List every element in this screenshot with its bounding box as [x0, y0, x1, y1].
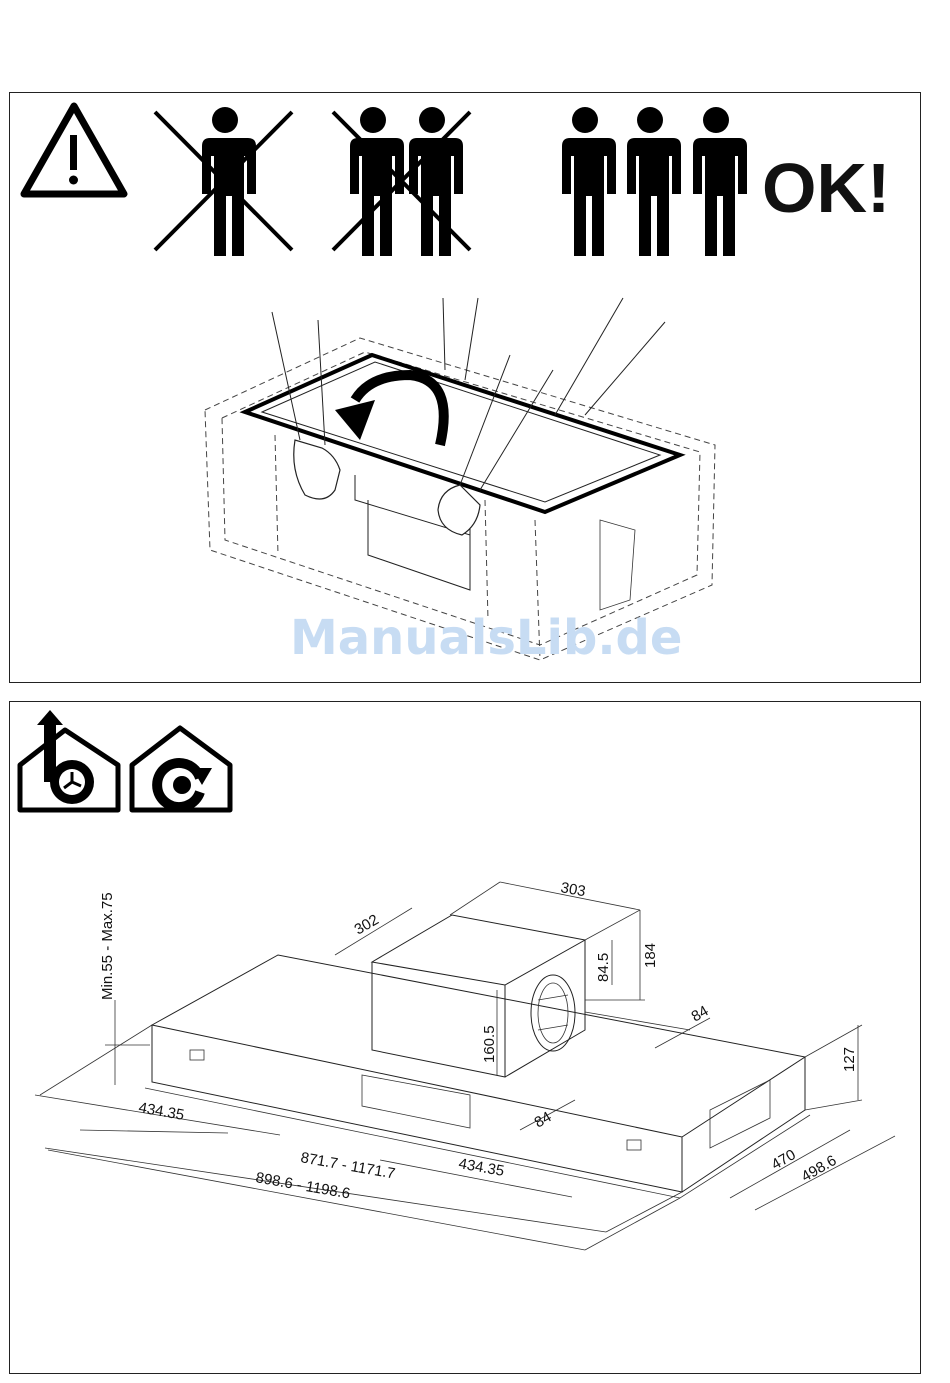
left-offset-label: 434.35 — [137, 1099, 185, 1124]
outer-depth-label: 498.6 — [799, 1152, 840, 1185]
motor-height-label: 184 — [642, 943, 659, 968]
min-max-label: Min.55 - Max.75 — [99, 892, 116, 1000]
body-height-label: 127 — [841, 1047, 858, 1072]
motor-depth-label: 302 — [352, 911, 382, 938]
recirculation-mode-icon — [132, 728, 230, 810]
ducted-mode-icon — [20, 710, 118, 810]
motor-box-drawing — [372, 915, 585, 1077]
inner-width-label: 871.7 - 1171.7 — [299, 1149, 396, 1182]
side-offset-bottom-label: 84 — [532, 1108, 555, 1131]
inner-depth-label: 470 — [769, 1146, 799, 1173]
dimension-lines — [35, 882, 895, 1250]
motor-width-label: 303 — [559, 879, 587, 900]
side-offset-right-label: 84 — [689, 1002, 712, 1025]
outlet-offset-bottom-label: 160.5 — [481, 1025, 498, 1063]
outlet-offset-top-label: 84.5 — [595, 953, 612, 982]
